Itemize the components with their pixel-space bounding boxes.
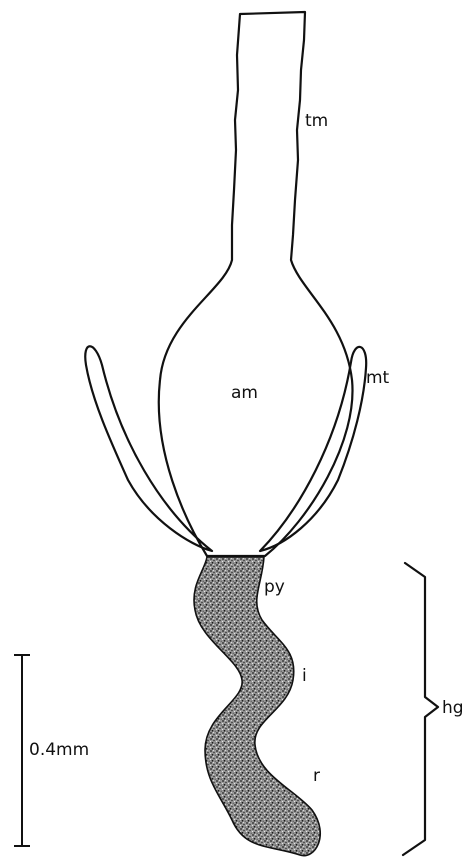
label-mt: mt [366,368,390,388]
malpighian-tubule-right [260,347,366,551]
label-r: r [313,766,320,786]
scale-bar [14,655,30,846]
hindgut [194,557,320,856]
hindgut-bracket [403,563,438,855]
label-i: i [302,666,307,686]
malpighian-tubule-left [85,346,212,551]
scale-bar-label: 0.4mm [29,740,89,760]
label-hg: hg [442,698,464,718]
label-py: py [264,577,285,597]
label-tm: tm [305,111,328,131]
midgut-outline [159,12,353,556]
label-am: am [231,383,258,403]
